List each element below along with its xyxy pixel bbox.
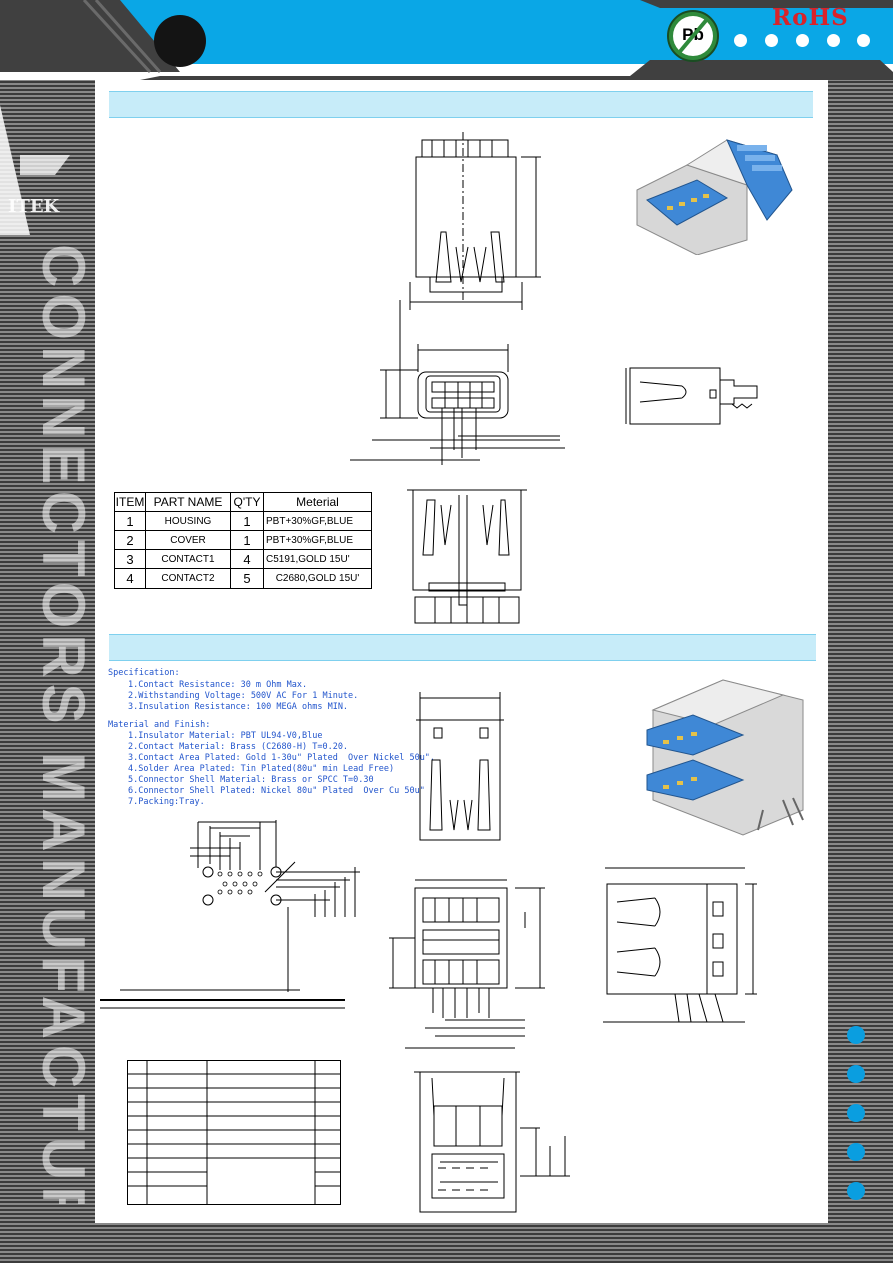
drawing-bottom-side-view [389, 879, 545, 1049]
table-cell: CONTACT1 [145, 549, 231, 569]
drawing-small-table-grid [127, 1060, 341, 1205]
spec-item: 1.Contact Resistance: 30 m Ohm Max. [128, 680, 308, 690]
left-stripe-band [0, 60, 95, 1223]
section-bar-1 [109, 91, 813, 118]
drawing-top-right-side-view [625, 367, 758, 425]
table-header-row: ITEM PART NAME Q'TY Meterial [114, 492, 372, 512]
connector-photo-bottom [646, 679, 804, 836]
header-black-circle [154, 15, 206, 67]
header-dot-4 [827, 34, 840, 47]
left-logo-mark [0, 105, 70, 235]
material-item: 1.Insulator Material: PBT UL94-V0,Blue [128, 731, 323, 741]
material-item: 5.Connector Shell Material: Brass or SPC… [128, 775, 374, 785]
right-dot-5 [847, 1182, 865, 1200]
table-cell: C2680,GOLD 15U' [263, 568, 372, 589]
table-cell: 5 [230, 568, 264, 589]
header-dot-1 [734, 34, 747, 47]
table-cell: HOUSING [145, 511, 231, 531]
material-title: Material and Finish: [108, 720, 211, 730]
table-header-cell: Meterial [263, 492, 372, 512]
table-cell: 1 [230, 530, 264, 550]
material-item: 7.Packing:Tray. [128, 797, 205, 807]
material-item: 2.Contact Material: Brass (C2680-H) T=0.… [128, 742, 349, 752]
right-dot-2 [847, 1065, 865, 1083]
right-stripe-band [828, 60, 893, 1263]
table-header-cell: Q'TY [230, 492, 264, 512]
left-logo-text: ITEK [8, 196, 60, 217]
drawing-top-front-view [409, 132, 541, 310]
table-cell: 4 [114, 568, 146, 589]
table-header-cell: ITEM [114, 492, 146, 512]
table-cell: CONTACT2 [145, 568, 231, 589]
right-dot-4 [847, 1143, 865, 1161]
table-row: 2 COVER 1 PBT+30%GF,BLUE [114, 530, 372, 550]
rohs-label: RoHS [772, 4, 849, 31]
table-row: 1 HOUSING 1 PBT+30%GF,BLUE [114, 511, 372, 531]
header-banner [0, 0, 893, 80]
table-cell: 3 [114, 549, 146, 569]
material-item: 3.Contact Area Plated: Gold 1-30u" Plate… [128, 753, 436, 763]
material-item: 6.Connector Shell Plated: Nickel 80u" Pl… [128, 786, 425, 796]
table-cell: 1 [230, 511, 264, 531]
spec-title: Specification: [108, 668, 180, 678]
header-dot-5 [857, 34, 870, 47]
drawing-bottom-front-view [416, 692, 504, 841]
drawing-bottom-bottom-view [414, 1071, 570, 1213]
left-vertical-text: CONNECTORS MANUFACTURE [30, 244, 97, 1204]
drawing-pcb-layout [100, 820, 360, 1009]
drawing-top-bottom-view [407, 489, 527, 624]
connector-photo-top [636, 139, 793, 255]
header-dot-2 [765, 34, 778, 47]
materials-table: ITEM PART NAME Q'TY Meterial 1 HOUSING 1… [114, 492, 372, 589]
header-dot-3 [796, 34, 809, 47]
table-cell: 2 [114, 530, 146, 550]
spec-item: 2.Withstanding Voltage: 500V AC For 1 Mi… [128, 691, 359, 701]
table-cell: C5191,GOLD 15U' [263, 549, 372, 569]
drawing-bottom-right-side-view [603, 867, 757, 1023]
table-cell: PBT+30%GF,BLUE [263, 530, 372, 550]
bottom-stripe-band [0, 1223, 893, 1263]
pb-free-logo: Pb [667, 10, 719, 62]
table-cell: 1 [114, 511, 146, 531]
right-dot-1 [847, 1026, 865, 1044]
drawing-top-side-view [350, 300, 565, 465]
table-row: 3 CONTACT1 4 C5191,GOLD 15U' [114, 549, 372, 569]
spec-item: 3.Insulation Resistance: 100 MEGA ohms M… [128, 702, 349, 712]
table-header-cell: PART NAME [145, 492, 231, 512]
table-cell: COVER [145, 530, 231, 550]
table-cell: 4 [230, 549, 264, 569]
section-bar-2 [109, 634, 816, 661]
table-cell: PBT+30%GF,BLUE [263, 511, 372, 531]
right-dot-3 [847, 1104, 865, 1122]
table-row: 4 CONTACT2 5 C2680,GOLD 15U' [114, 568, 372, 589]
material-item: 4.Solder Area Plated: Tin Plated(80u" mi… [128, 764, 395, 774]
